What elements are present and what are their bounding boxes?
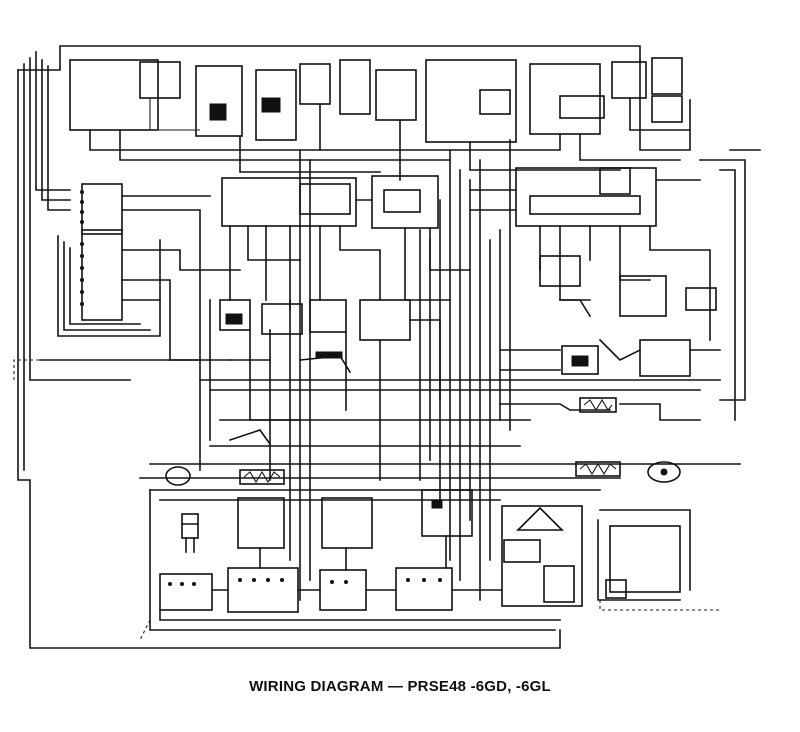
- top-control-row: [69, 57, 691, 181]
- right-control-board: [469, 167, 711, 341]
- outer-harness: [17, 45, 761, 649]
- capacitors: [181, 513, 199, 553]
- lower-bay-relays: [237, 489, 691, 607]
- bottom-pins: [168, 578, 442, 586]
- horizontal-harness: [139, 379, 741, 501]
- heating-element: [239, 397, 621, 485]
- center-control-board: [221, 175, 471, 311]
- left-terminal-blocks: [39, 183, 241, 471]
- ground-paths: [13, 359, 720, 641]
- vertical-bus: [269, 139, 511, 601]
- fuses: [165, 461, 681, 486]
- diagram-caption: WIRING DIAGRAM — PRSE48 -6GD, -6GL: [249, 678, 551, 695]
- bottom-terminals: [149, 489, 561, 631]
- right-relays: [499, 255, 721, 377]
- terminal-pins: [80, 190, 84, 306]
